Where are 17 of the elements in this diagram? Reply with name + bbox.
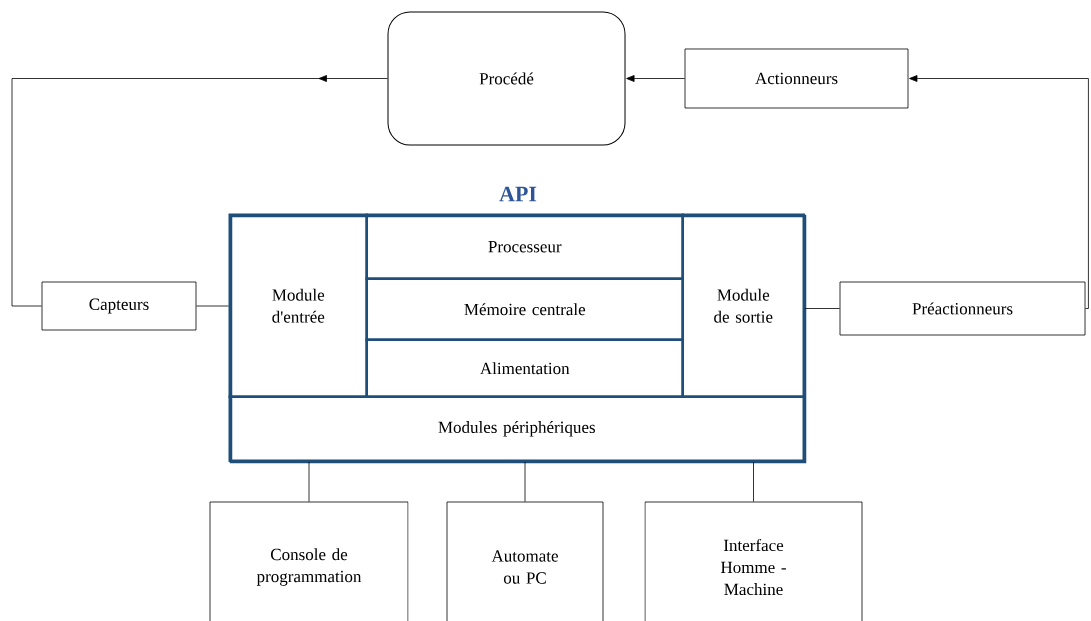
- box: Interface Homme - Machine: [644, 501, 863, 621]
- process-box: Procédé: [387, 11, 626, 146]
- box: Préactionneurs: [839, 281, 1086, 336]
- arrow: [11, 75, 388, 307]
- module-box: Module d'entrée: [228, 213, 368, 398]
- module-box: Mémoire centrale: [365, 277, 684, 341]
- module-box: Modules périphériques: [228, 395, 805, 462]
- box: Console de programmation: [209, 501, 409, 621]
- module-box: Module de sortie: [681, 213, 805, 398]
- box: Capteurs: [41, 281, 197, 331]
- node-label: API: [499, 186, 537, 202]
- box: Actionneurs: [684, 48, 909, 109]
- module-box: Alimentation: [365, 338, 684, 398]
- arrow: [626, 75, 685, 82]
- module-box: Processeur: [365, 213, 684, 280]
- box: Automate ou PC: [446, 501, 604, 621]
- arrow: [909, 75, 1089, 309]
